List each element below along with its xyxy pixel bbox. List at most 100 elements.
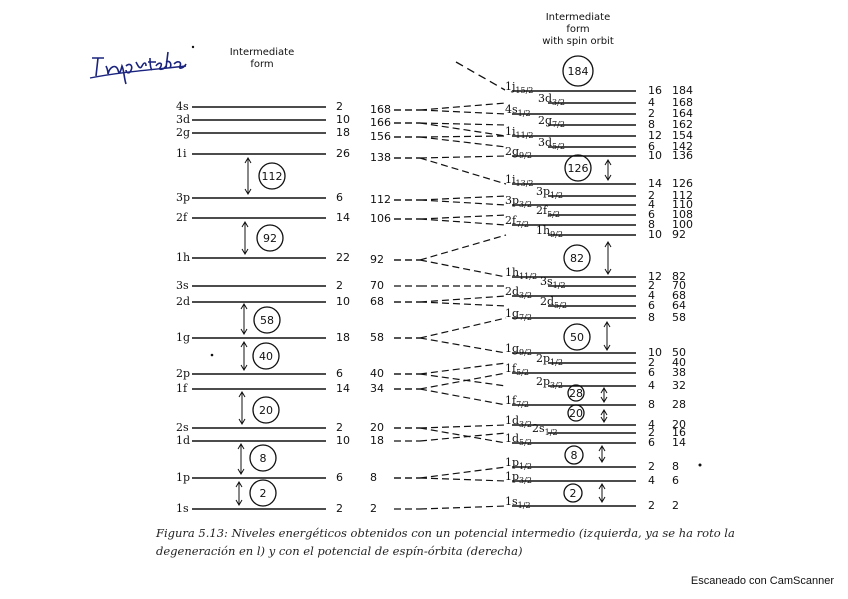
arrow-head — [598, 496, 606, 503]
connector-dashed-line — [419, 259, 507, 278]
connector-dashed-line — [419, 301, 507, 307]
right-level-cumulative: 184 — [672, 84, 693, 97]
right-level-degeneracy: 8 — [648, 398, 655, 411]
right-level-degeneracy: 2 — [648, 356, 655, 369]
left-level-name: 1f — [176, 382, 188, 395]
connector-dashed-line — [419, 214, 507, 220]
left-level-degeneracy: 2 — [336, 100, 343, 113]
right-level-cumulative: 110 — [672, 198, 693, 211]
arrow-head — [598, 456, 606, 463]
connector-dashed-line — [419, 155, 507, 159]
left-level-degeneracy: 14 — [336, 382, 350, 395]
connector-dashed-line — [419, 295, 507, 303]
right-level-name: 1f5/2 — [505, 362, 529, 377]
right-level-cumulative: 162 — [672, 118, 693, 131]
arrow-head — [600, 396, 608, 403]
middle-cumulative-number: 34 — [370, 382, 384, 395]
right-level-degeneracy: 10 — [648, 149, 662, 162]
arrow-head — [237, 468, 245, 475]
left-magic-number: 8 — [260, 452, 267, 465]
left-level-degeneracy: 2 — [336, 279, 343, 292]
arrow-head — [600, 409, 608, 416]
right-level-cumulative: 50 — [672, 346, 686, 359]
arrow-head — [604, 174, 612, 181]
right-magic-number: 28 — [569, 387, 583, 400]
right-level-cumulative: 142 — [672, 140, 693, 153]
right-level-name: 1h9/2 — [536, 224, 563, 239]
right-level-cumulative: 168 — [672, 96, 693, 109]
left-header-line: Intermediate — [230, 47, 295, 58]
connector-dashed-line — [419, 432, 507, 442]
right-level-degeneracy: 4 — [648, 474, 655, 487]
left-magic-circle — [249, 479, 277, 507]
arrow-head — [238, 391, 246, 398]
arrow-head — [235, 499, 243, 506]
left-level-name: 1g — [176, 331, 190, 344]
left-level-name: 2s — [176, 421, 189, 434]
right-level-degeneracy: 10 — [648, 228, 662, 241]
connector-dashed-line — [419, 102, 507, 111]
right-level-name: 1g7/2 — [505, 307, 532, 322]
right-level-cumulative: 8 — [672, 460, 679, 473]
middle-cumulative-number: 40 — [370, 367, 384, 380]
left-level-name: 3d — [176, 113, 190, 126]
left-level-name: 1h — [176, 251, 190, 264]
right-magic-circle — [564, 445, 584, 465]
arrow-head — [241, 248, 249, 255]
right-magic-number: 50 — [570, 331, 584, 344]
arrow-head — [603, 321, 611, 328]
arrow-head — [240, 303, 248, 310]
right-magic-circle — [563, 483, 583, 503]
middle-cumulative-number: 20 — [370, 421, 384, 434]
right-level-degeneracy: 4 — [648, 418, 655, 431]
right-level-degeneracy: 6 — [648, 299, 655, 312]
right-level-degeneracy: 12 — [648, 270, 662, 283]
right-level-cumulative: 14 — [672, 436, 686, 449]
left-level-degeneracy: 10 — [336, 434, 350, 447]
right-magic-number: 184 — [568, 65, 589, 78]
right-level-cumulative: 16 — [672, 426, 686, 439]
right-level-name: 2d5/2 — [540, 295, 567, 310]
connector-dashed-line — [419, 218, 507, 226]
connector-dashed-line — [419, 427, 507, 444]
right-magic-number: 2 — [570, 487, 577, 500]
right-level-name: 2d3/2 — [505, 285, 532, 300]
right-magic-circle — [563, 323, 591, 351]
right-level-cumulative: 164 — [672, 107, 693, 120]
arrow-head — [598, 445, 606, 452]
left-level-degeneracy: 22 — [336, 251, 350, 264]
right-level-name: 1p1/2 — [505, 456, 532, 471]
right-level-cumulative: 40 — [672, 356, 686, 369]
right-level-cumulative: 28 — [672, 398, 686, 411]
right-magic-circle — [564, 154, 592, 182]
left-level-degeneracy: 2 — [336, 421, 343, 434]
left-level-degeneracy: 6 — [336, 367, 343, 380]
right-level-name: 2f5/2 — [536, 204, 560, 219]
middle-cumulative-number: 18 — [370, 434, 384, 447]
right-level-degeneracy: 10 — [648, 346, 662, 359]
left-level-degeneracy: 18 — [336, 331, 350, 344]
right-level-degeneracy: 4 — [648, 96, 655, 109]
right-level-degeneracy: 4 — [648, 379, 655, 392]
right-level-degeneracy: 2 — [648, 499, 655, 512]
middle-cumulative-number: 156 — [370, 130, 391, 143]
right-level-cumulative: 126 — [672, 177, 693, 190]
right-level-column: 1j15/2161843d3/241684s1/221642g7/281621i… — [505, 55, 693, 512]
right-level-degeneracy: 2 — [648, 107, 655, 120]
right-header-line: Intermediate — [546, 12, 611, 23]
left-level-name: 1s — [176, 502, 189, 515]
right-magic-number: 8 — [571, 449, 578, 462]
right-level-cumulative: 70 — [672, 279, 686, 292]
middle-cumulative-number: 8 — [370, 471, 377, 484]
arrow-head — [237, 443, 245, 450]
handwritten-note — [89, 51, 187, 85]
connector-dashed-line — [419, 424, 507, 429]
left-level-degeneracy: 18 — [336, 126, 350, 139]
middle-cumulative-number: 138 — [370, 151, 391, 164]
arrow-head — [244, 188, 252, 195]
figure-caption: Figura 5.13: Niveles energéticos obtenid… — [156, 526, 735, 558]
right-level-degeneracy: 8 — [648, 311, 655, 324]
